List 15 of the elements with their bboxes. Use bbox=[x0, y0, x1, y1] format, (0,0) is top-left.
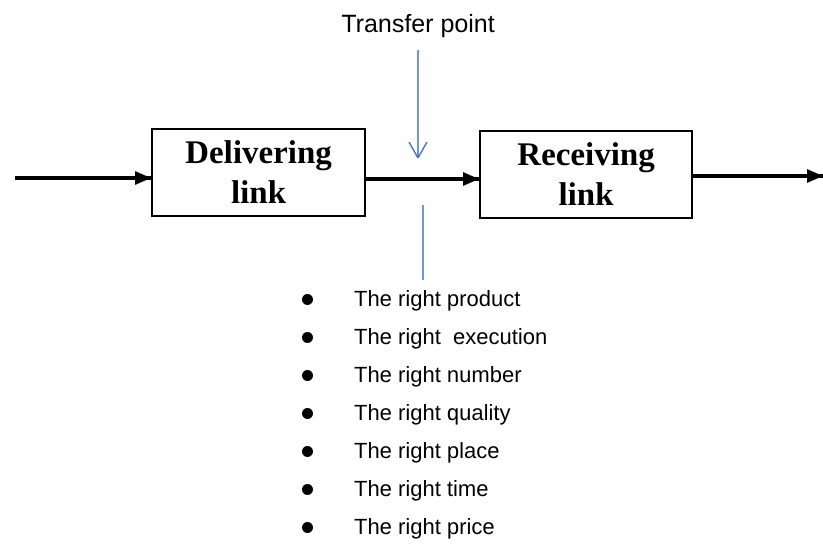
connector-line bbox=[422, 205, 424, 280]
list-item-text: The right number bbox=[354, 362, 522, 387]
list-item-text: The right time bbox=[354, 476, 488, 501]
list-item-text: The right place bbox=[354, 438, 500, 463]
process-box: Delivering link bbox=[151, 128, 366, 217]
list-item-text: The right quality bbox=[354, 400, 511, 425]
list-item-text: The right product bbox=[354, 286, 520, 311]
arrow bbox=[408, 50, 428, 159]
process-box: Receiving link bbox=[479, 130, 693, 219]
arrow bbox=[693, 169, 823, 183]
list-item-text: The right price bbox=[354, 514, 495, 539]
arrow bbox=[366, 172, 479, 186]
transfer-point-label: Transfer point bbox=[288, 10, 548, 50]
arrow bbox=[15, 171, 151, 185]
list-item-text: The right execution bbox=[354, 324, 548, 349]
